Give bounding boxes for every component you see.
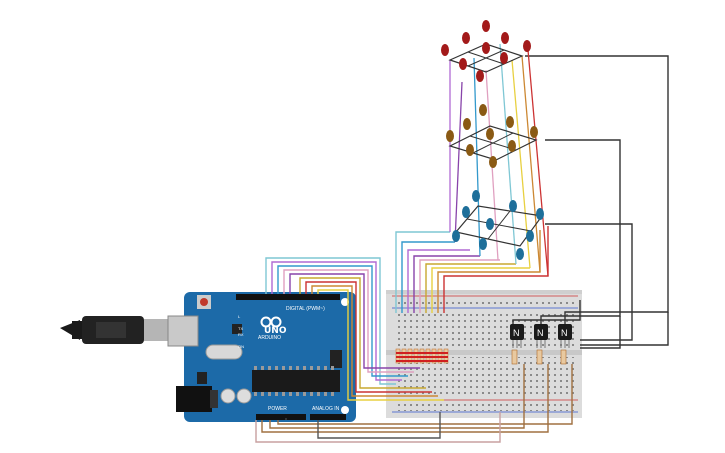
svg-text:N: N xyxy=(513,328,520,338)
transistor-q1: N xyxy=(510,324,524,348)
leds-middle xyxy=(446,104,538,168)
cube-layer-top xyxy=(448,43,524,73)
svg-text:N: N xyxy=(537,328,544,338)
led-icon xyxy=(526,230,534,242)
reset-button[interactable] xyxy=(197,295,211,309)
led-icon xyxy=(479,104,487,116)
resistor-bank xyxy=(395,348,449,364)
digital-header xyxy=(236,294,340,300)
led-icon xyxy=(489,156,497,168)
led-icon xyxy=(508,140,516,152)
led-icon xyxy=(472,190,480,202)
wires-layers xyxy=(512,55,669,349)
led-icon xyxy=(516,248,524,260)
led-icon xyxy=(441,44,449,56)
led-icon xyxy=(482,20,490,32)
board-brand-label: ARDUINO xyxy=(258,335,281,341)
on-led-label: ON xyxy=(238,344,244,349)
rx-label: RX xyxy=(238,332,244,337)
power-header-strip xyxy=(256,414,306,420)
wires-to-cube xyxy=(395,226,549,313)
led-icon xyxy=(462,32,470,44)
led-icon xyxy=(500,52,508,64)
led-icon xyxy=(446,130,454,142)
led-icon xyxy=(459,58,467,70)
led-icon xyxy=(486,218,494,230)
led-icon xyxy=(462,206,470,218)
board-model-label: UNO xyxy=(264,326,287,336)
led-icon xyxy=(452,230,460,242)
analog-header-strip xyxy=(310,414,346,420)
base-resistors xyxy=(511,349,567,365)
l-led-label: L xyxy=(238,314,241,319)
led-icon xyxy=(476,70,484,82)
leds-bottom xyxy=(452,190,544,260)
led-icon xyxy=(536,208,544,220)
led-icon xyxy=(506,116,514,128)
leds-top xyxy=(441,20,531,82)
wires-bottom xyxy=(255,364,573,443)
led-icon xyxy=(479,238,487,250)
analog-header-label: ANALOG IN xyxy=(312,406,340,412)
led-icon xyxy=(501,32,509,44)
usb-cable xyxy=(60,316,184,344)
digital-header-label: DIGITAL (PWM~) xyxy=(286,306,325,312)
led-icon xyxy=(486,128,494,140)
led-icon xyxy=(509,200,517,212)
arduino-logo-icon xyxy=(260,316,282,328)
led-icon xyxy=(463,118,471,130)
wires-digital xyxy=(265,257,444,401)
microcontroller-chip xyxy=(252,366,340,396)
led-icon xyxy=(466,144,474,156)
transistor-q3: N xyxy=(558,324,572,348)
tx-label: TX xyxy=(238,326,243,331)
led-icon xyxy=(482,42,490,54)
arduino-board: DIGITAL (PWM~) UNO ARDUINO POWER ANALOG … xyxy=(167,292,356,422)
led-icon xyxy=(530,126,538,138)
power-header-label: POWER xyxy=(268,406,287,412)
led-icon xyxy=(523,40,531,52)
transistor-q2: N xyxy=(534,324,548,348)
svg-text:N: N xyxy=(561,328,568,338)
